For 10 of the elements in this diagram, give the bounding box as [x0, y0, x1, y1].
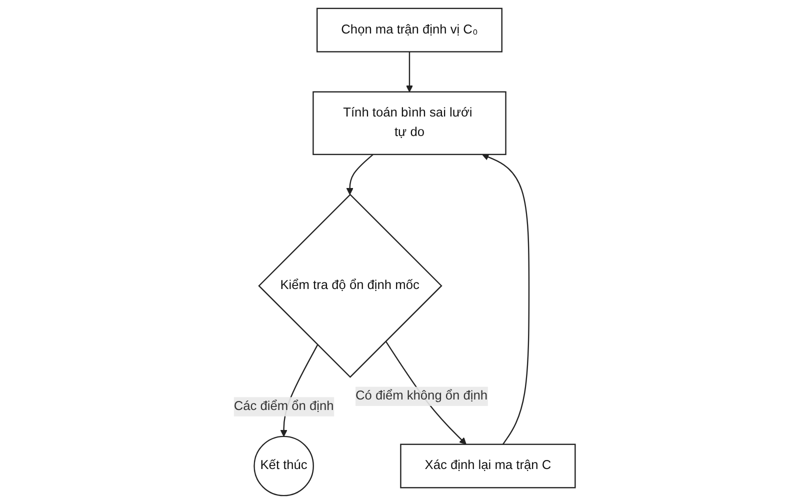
- arrow: [346, 154, 374, 195]
- arrow: [482, 154, 530, 445]
- edge-label: Có điểm không ổn định: [355, 389, 488, 403]
- node-box: Tính toán bình sai lưới tự do: [312, 91, 506, 156]
- node-diamond: Kiểm tra độ ổn định mốc: [258, 194, 442, 378]
- node-box: Chọn ma trận định vị C₀: [316, 8, 502, 52]
- arrow: [406, 52, 413, 92]
- node-circle: Kết thúc: [254, 436, 314, 496]
- edge-label: Các điểm ổn định: [234, 400, 334, 414]
- node-box: Xác định lại ma trận C: [400, 444, 576, 488]
